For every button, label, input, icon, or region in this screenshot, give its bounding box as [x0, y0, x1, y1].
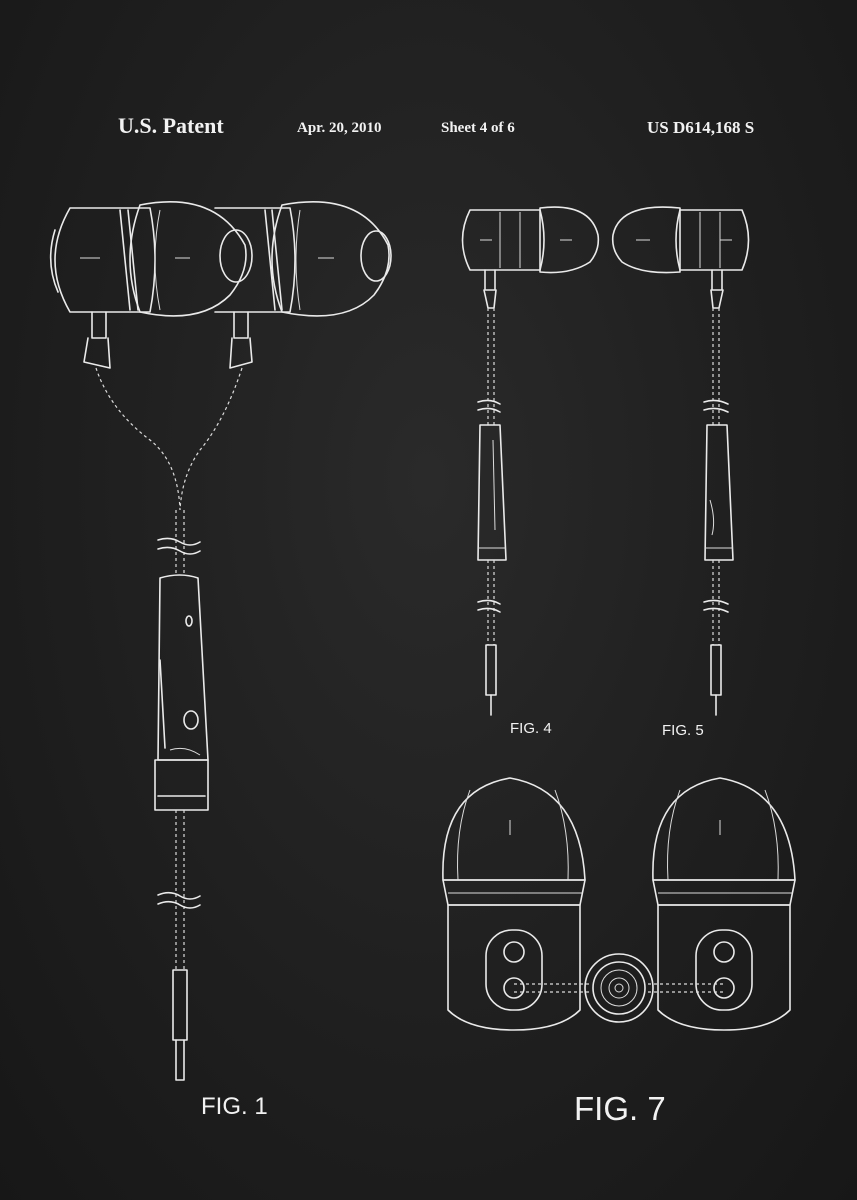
patent-date: Apr. 20, 2010: [297, 120, 382, 136]
fig5-label: FIG. 5: [662, 722, 704, 739]
sheet-number: Sheet 4 of 6: [441, 120, 515, 136]
fig1-label: FIG. 1: [201, 1093, 268, 1120]
fig7-label: FIG. 7: [574, 1090, 666, 1127]
patent-label: U.S. Patent: [118, 113, 224, 138]
fig4-drawing: [463, 207, 599, 715]
fig1-drawing: [51, 202, 391, 1080]
patent-number: US D614,168 S: [647, 118, 755, 137]
fig7-drawing: [443, 778, 795, 1030]
fig4-label: FIG. 4: [510, 720, 552, 737]
fig5-drawing: [613, 207, 749, 715]
